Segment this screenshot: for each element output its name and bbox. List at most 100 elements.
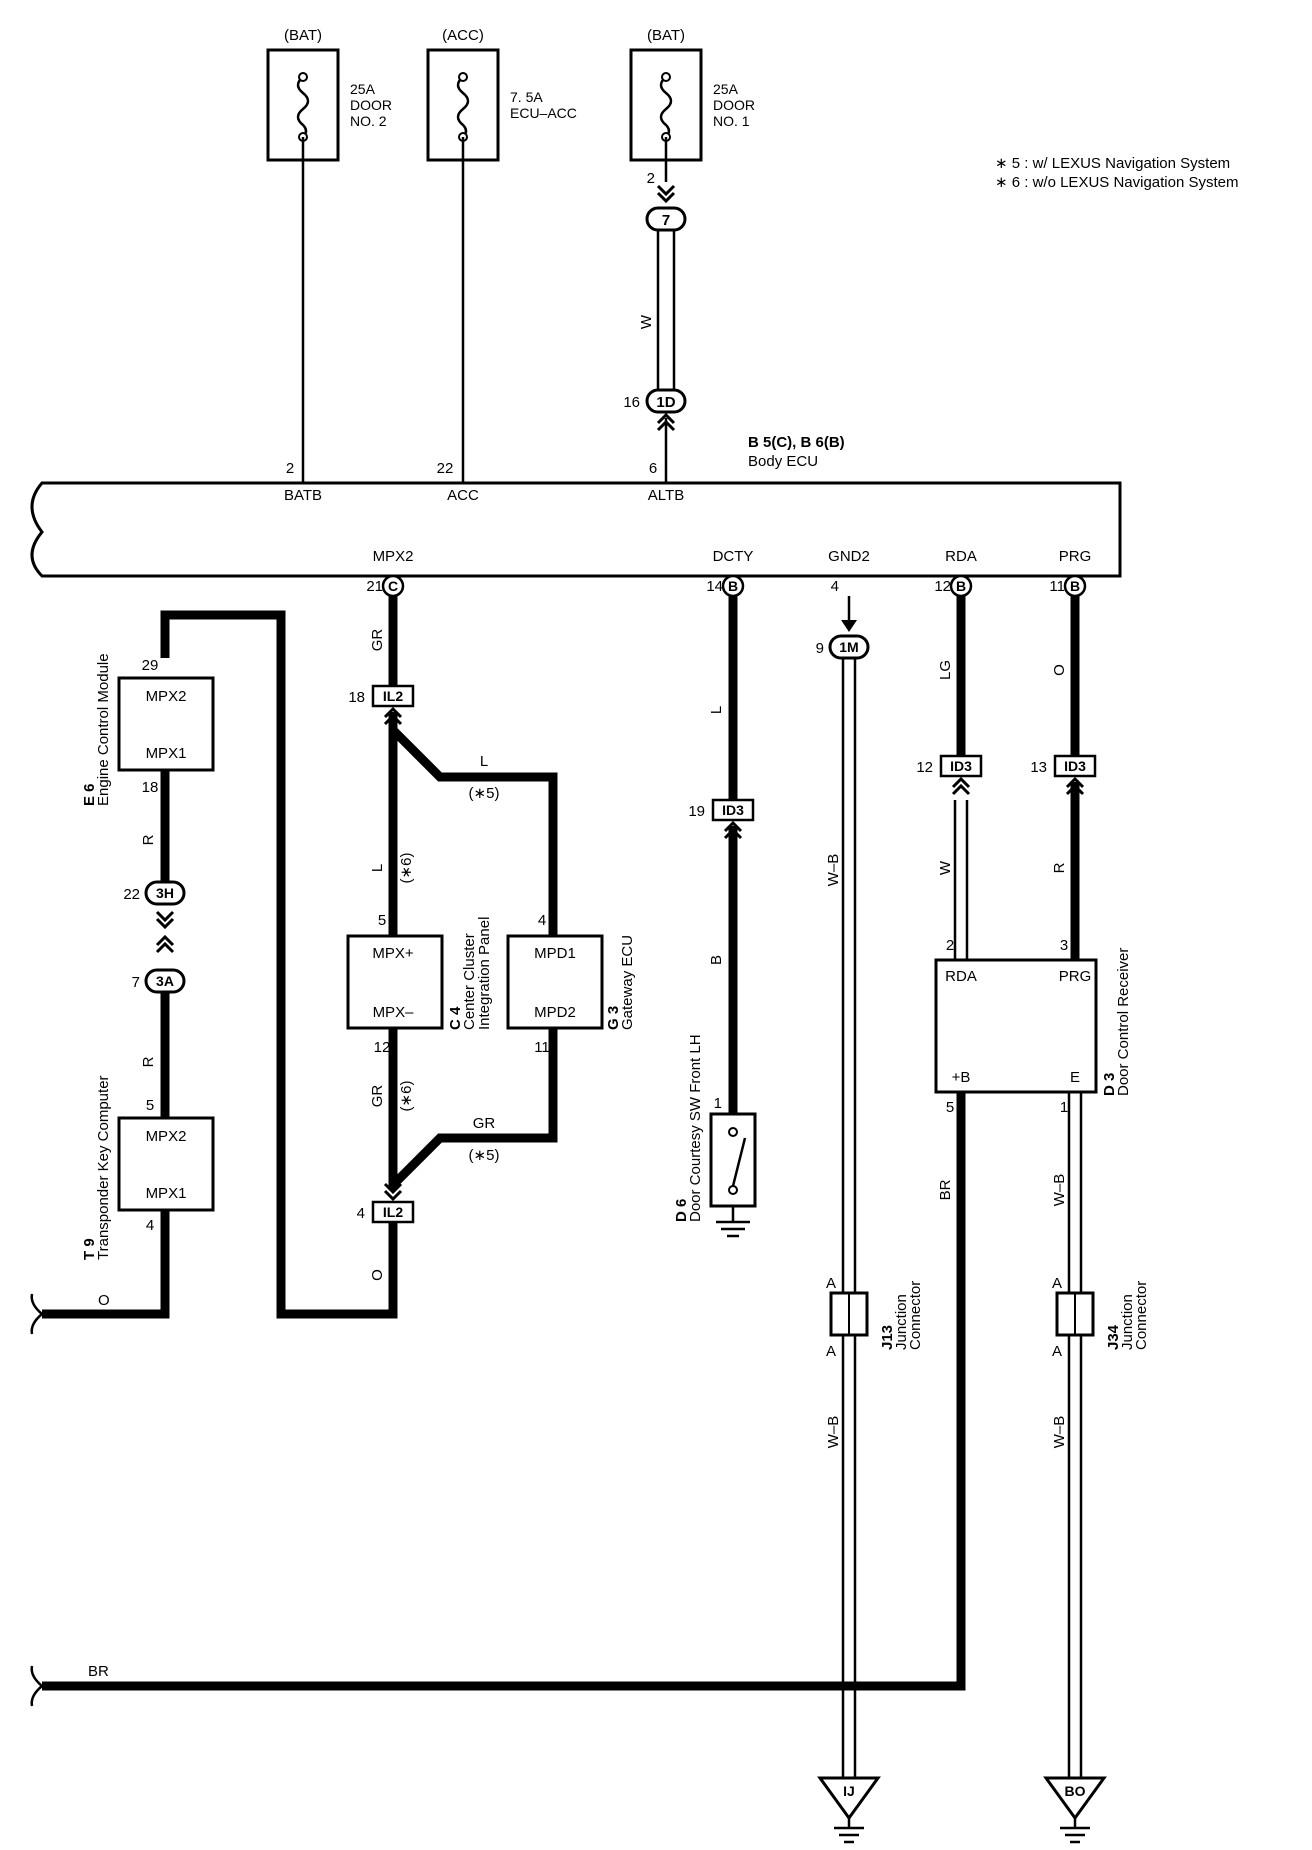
pin-label: PRG (1059, 548, 1092, 565)
pin-label: RDA (945, 548, 977, 565)
fuse-rating: 25A (350, 81, 376, 97)
pin-number: 22 (437, 460, 454, 477)
wire-color-label: L (480, 753, 488, 770)
terminal-label: MPX1 (146, 1185, 187, 1202)
pin-number: 7 (132, 974, 140, 991)
pin-number: 9 (816, 640, 824, 657)
pin-number: 18 (348, 689, 365, 706)
pin-number: 4 (146, 1217, 154, 1234)
fuse-rating: 7. 5A (510, 89, 543, 105)
fuse-element-icon (296, 76, 310, 138)
door-courtesy-switch: 1 D 6 Door Courtesy SW Front LH (673, 1034, 757, 1238)
connector-letter: C (388, 578, 398, 594)
terminal-label: MPX1 (146, 745, 187, 762)
ground-point-ij: IJ (817, 1776, 881, 1844)
component-name: Door Courtesy SW Front LH (687, 1034, 704, 1222)
junction-connector-j34: A A J34 Junction Connector (1052, 1275, 1150, 1360)
connector-label: 3H (156, 885, 174, 901)
transponder-key-computer: 5 MPX2 MPX1 4 T 9 Transponder Key Comput… (81, 1075, 215, 1260)
pin-number: 4 (538, 912, 546, 929)
connector-il2-top (371, 684, 415, 708)
wire-color-label: W–B (825, 854, 842, 887)
fuse-source: (BAT) (284, 27, 322, 44)
pin-number: 1 (1060, 1099, 1068, 1116)
pin-label: DCTY (713, 548, 754, 565)
pin-number: 12 (916, 759, 933, 776)
terminal-label: MPX– (373, 1004, 415, 1021)
pin-number: 19 (688, 803, 705, 820)
component-name: Transponder Key Computer (95, 1075, 112, 1260)
pin-label: BATB (284, 487, 322, 504)
engine-control-module: 29 MPX2 MPX1 18 E 6 Engine Control Modul… (81, 653, 215, 806)
pin-number: 3 (1060, 937, 1068, 954)
pin-number: 11 (1049, 578, 1065, 595)
wire-color-label: R (140, 834, 157, 845)
note-star5: ∗ 5 : w/ LEXUS Navigation System (995, 155, 1230, 172)
component-name: Connector (907, 1281, 924, 1350)
pin-number: A (1052, 1275, 1062, 1292)
component-name: Connector (1133, 1281, 1150, 1350)
connector-letter: B (728, 578, 738, 594)
wire-color-label: O (369, 1269, 386, 1281)
fuse-name: NO. 2 (350, 113, 387, 129)
pin-number: 12 (374, 1039, 391, 1056)
terminal-label: MPD1 (534, 945, 576, 962)
terminal-label: PRG (1059, 968, 1092, 985)
connector-label: 7 (662, 212, 670, 229)
wire-color-label: GR (369, 1085, 386, 1108)
component-ref: D 6 (673, 1199, 690, 1222)
ground-label: BO (1065, 1783, 1086, 1799)
component-name: Gateway ECU (619, 935, 636, 1030)
component-name: Junction (893, 1294, 910, 1350)
wire-color-label: W (638, 314, 655, 329)
pin-label: MPX2 (373, 548, 414, 565)
component-name: Engine Control Module (95, 653, 112, 806)
wire-note: (∗5) (469, 785, 500, 802)
terminal-label: RDA (945, 968, 977, 985)
pin-number: 21 (366, 578, 383, 595)
wire-color-label: O (98, 1292, 110, 1309)
component-ref: J13 (879, 1325, 896, 1350)
connector-letter: B (1070, 578, 1080, 594)
body-ecu-name: Body ECU (748, 453, 818, 470)
wire-color-label: W–B (1051, 1174, 1068, 1207)
component-name: Junction (1119, 1294, 1136, 1350)
connector-label: ID3 (1064, 758, 1086, 774)
fuse-element-icon (659, 76, 673, 138)
ground-label: IJ (843, 1783, 855, 1799)
fuse-name: ECU–ACC (510, 105, 577, 121)
connector-3h (144, 880, 186, 906)
component-ref: E 6 (81, 783, 98, 806)
connector-id3-dcty (711, 798, 755, 822)
wire-color-label: R (1051, 862, 1068, 873)
pin-number: 22 (123, 886, 140, 903)
wire-color-label: L (708, 706, 725, 714)
connector-label: IL2 (383, 688, 403, 704)
component-ref: J34 (1105, 1324, 1122, 1350)
note-star6: ∗ 6 : w/o LEXUS Navigation System (995, 174, 1239, 191)
pin-number: 5 (146, 1097, 154, 1114)
pin-number: 5 (378, 912, 386, 929)
connector-letter: B (956, 578, 966, 594)
pin-number: 4 (357, 1205, 365, 1222)
pin-label: ALTB (648, 487, 684, 504)
wire-note: (∗6) (398, 1081, 415, 1112)
wire-color-label: L (369, 864, 386, 872)
terminal-label: MPX2 (146, 688, 187, 705)
fuse-name: NO. 1 (713, 113, 750, 129)
fuse-source: (BAT) (647, 27, 685, 44)
wire-note: (∗6) (398, 853, 415, 884)
wire-color-label: W–B (1051, 1416, 1068, 1449)
connector-id3-prg (1053, 754, 1097, 778)
terminal-label: MPX2 (146, 1128, 187, 1145)
terminal-label: MPD2 (534, 1004, 576, 1021)
pin-number: 14 (706, 578, 723, 595)
component-name: Integration Panel (476, 917, 493, 1030)
pin-number: 4 (831, 578, 839, 595)
pin-label: GND2 (828, 548, 870, 565)
connector-1d (645, 388, 687, 414)
pin-number: 12 (934, 578, 951, 595)
terminal-label: MPX+ (372, 945, 414, 962)
